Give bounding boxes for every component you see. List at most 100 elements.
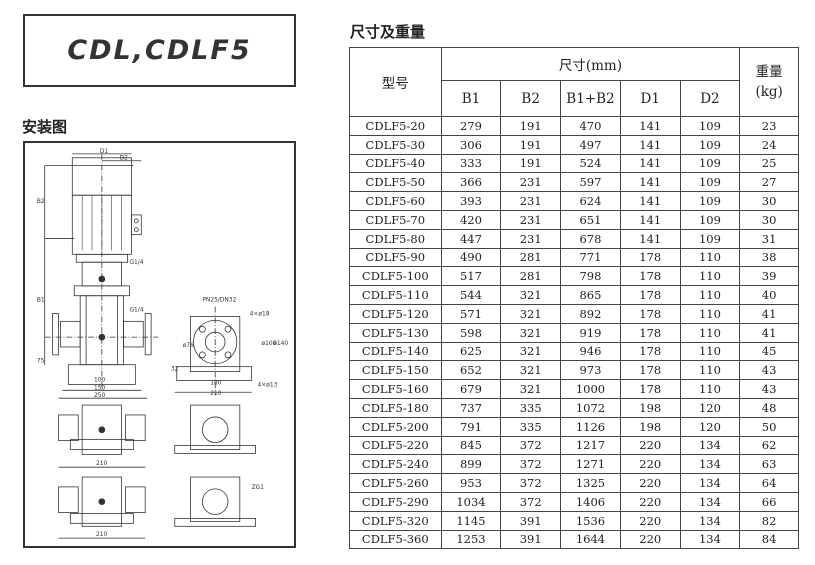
value-cell: 1126 xyxy=(560,416,621,437)
label-b2: B2 xyxy=(37,199,45,205)
value-cell: 321 xyxy=(500,322,561,343)
label-w210c: 210 xyxy=(96,532,108,538)
value-cell: 109 xyxy=(679,172,741,193)
label-g-mid: G1/4 xyxy=(129,307,143,313)
model-cell: CDLF5-60 xyxy=(349,191,442,211)
value-cell: 178 xyxy=(619,360,681,381)
value-cell: 41 xyxy=(739,322,799,343)
header-weight: 重量(kg) xyxy=(739,47,799,117)
value-cell: 1325 xyxy=(560,473,621,493)
value-cell: 366 xyxy=(440,172,502,193)
model-cell: CDLF5-360 xyxy=(349,529,442,550)
value-cell: 737 xyxy=(440,397,502,418)
value-cell: 946 xyxy=(560,341,621,362)
label-zg: ZG1 xyxy=(252,485,265,491)
model-cell: CDLF5-120 xyxy=(349,303,442,324)
model-cell: CDLF5-290 xyxy=(349,491,442,512)
value-cell: 110 xyxy=(679,341,741,362)
value-cell: 25 xyxy=(739,153,799,174)
value-cell: 321 xyxy=(500,379,561,399)
label-w180: 180 xyxy=(210,380,222,386)
value-cell: 391 xyxy=(500,510,561,531)
value-cell: 1034 xyxy=(440,491,502,512)
model-cell: CDLF5-80 xyxy=(349,228,442,249)
value-cell: 1406 xyxy=(560,491,621,512)
value-cell: 598 xyxy=(440,322,502,343)
value-cell: 134 xyxy=(679,473,741,493)
value-cell: 1000 xyxy=(560,379,621,399)
value-cell: 791 xyxy=(440,416,502,437)
value-cell: 470 xyxy=(560,116,621,136)
value-cell: 24 xyxy=(739,134,799,155)
value-cell: 110 xyxy=(679,322,741,343)
value-cell: 178 xyxy=(619,379,681,399)
model-cell: CDLF5-150 xyxy=(349,360,442,381)
value-cell: 62 xyxy=(739,435,799,456)
value-cell: 191 xyxy=(500,134,561,155)
value-cell: 141 xyxy=(619,134,681,155)
header-dimensions: 尺寸(mm) xyxy=(440,47,741,81)
value-cell: 191 xyxy=(500,116,561,136)
value-cell: 109 xyxy=(679,191,741,211)
value-cell: 517 xyxy=(440,266,502,287)
model-cell: CDLF5-220 xyxy=(349,435,442,456)
value-cell: 43 xyxy=(739,379,799,399)
value-cell: 798 xyxy=(560,266,621,287)
value-cell: 109 xyxy=(679,153,741,174)
value-cell: 231 xyxy=(500,191,561,211)
value-cell: 335 xyxy=(500,397,561,418)
label-h32: 32 xyxy=(171,367,179,373)
value-cell: 39 xyxy=(739,266,799,287)
value-cell: 490 xyxy=(440,247,502,268)
value-cell: 220 xyxy=(619,491,681,512)
header-b2: B2 xyxy=(500,80,561,117)
value-cell: 141 xyxy=(619,228,681,249)
label-d1: D1 xyxy=(100,149,109,155)
model-cell: CDLF5-90 xyxy=(349,247,442,268)
model-cell: CDLF5-180 xyxy=(349,397,442,418)
value-cell: 771 xyxy=(560,247,621,268)
value-cell: 191 xyxy=(500,153,561,174)
value-cell: 134 xyxy=(679,454,741,475)
value-cell: 973 xyxy=(560,360,621,381)
value-cell: 48 xyxy=(739,397,799,418)
value-cell: 497 xyxy=(560,134,621,155)
value-cell: 120 xyxy=(679,416,741,437)
product-title-box: CDL,CDLF5 xyxy=(23,14,296,87)
value-cell: 30 xyxy=(739,191,799,211)
value-cell: 1145 xyxy=(440,510,502,531)
value-cell: 178 xyxy=(619,303,681,324)
value-cell: 281 xyxy=(500,247,561,268)
label-w210a: 210 xyxy=(210,391,222,397)
value-cell: 447 xyxy=(440,228,502,249)
value-cell: 1217 xyxy=(560,435,621,456)
value-cell: 231 xyxy=(500,172,561,193)
model-cell: CDLF5-70 xyxy=(349,209,442,230)
value-cell: 1536 xyxy=(560,510,621,531)
model-cell: CDLF5-50 xyxy=(349,172,442,193)
value-cell: 391 xyxy=(500,529,561,550)
value-cell: 281 xyxy=(500,266,561,287)
value-cell: 845 xyxy=(440,435,502,456)
value-cell: 420 xyxy=(440,209,502,230)
label-g-top: G1/4 xyxy=(129,260,143,266)
value-cell: 321 xyxy=(500,285,561,305)
value-cell: 220 xyxy=(619,473,681,493)
value-cell: 198 xyxy=(619,397,681,418)
model-cell: CDLF5-40 xyxy=(349,153,442,174)
value-cell: 231 xyxy=(500,228,561,249)
model-cell: CDLF5-140 xyxy=(349,341,442,362)
value-cell: 372 xyxy=(500,473,561,493)
